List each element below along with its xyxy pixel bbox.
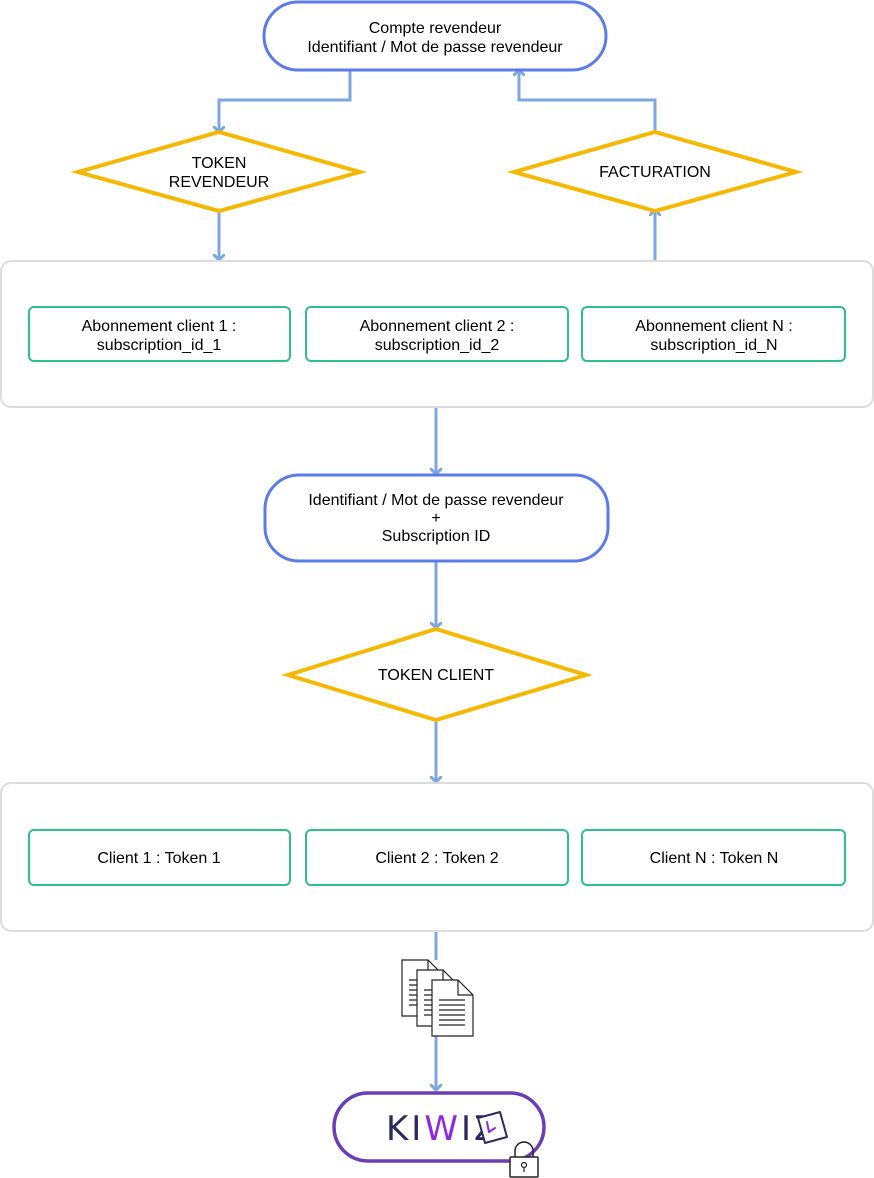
kiwiz-logo-prefix: KI [386, 1109, 424, 1149]
kiwiz-logo-highlight: W [424, 1109, 461, 1149]
documents-icon [401, 959, 474, 1037]
token-revendeur-line1: TOKEN [192, 155, 247, 172]
reseller-account-node: Compte revendeur Identifiant / Mot de pa… [262, 0, 608, 72]
arrow-account-to-token-revendeur [219, 70, 352, 132]
kiwiz-node: KIWIZ [332, 1091, 546, 1178]
credentials-plus: + [431, 510, 440, 527]
reseller-account-credentials: Identifiant / Mot de passe revendeur [307, 39, 563, 56]
client-token-box-2: Client 2 : Token 2 [305, 829, 569, 886]
token-client-label: TOKEN CLIENT [378, 667, 494, 684]
facturation-diamond: FACTURATION [506, 129, 804, 214]
kiwiz-logo-mark-icon [477, 1111, 508, 1144]
subscription-box-1: Abonnement client 1 : subscription_id_1 [28, 306, 291, 362]
subscription-2-id: subscription_id_2 [375, 337, 500, 354]
reseller-account-title: Compte revendeur [369, 20, 502, 37]
padlock-icon [509, 1141, 539, 1178]
client-token-box-1: Client 1 : Token 1 [28, 829, 291, 886]
client-token-box-n: Client N : Token N [581, 829, 846, 886]
client-tokens-group: Client 1 : Token 1 Client 2 : Token 2 Cl… [0, 782, 874, 932]
connectors [219, 70, 655, 1090]
arrow-facturation-to-account [519, 70, 657, 132]
credentials-node: Identifiant / Mot de passe revendeur + S… [263, 473, 610, 563]
subscription-n-id: subscription_id_N [650, 337, 777, 354]
subscription-box-2: Abonnement client 2 : subscription_id_2 [305, 306, 569, 362]
document-page-front [431, 979, 474, 1037]
client-token-2-label: Client 2 : Token 2 [375, 850, 498, 867]
subscription-2-title: Abonnement client 2 : [360, 318, 515, 335]
subscription-1-title: Abonnement client 1 : [82, 318, 237, 335]
client-token-1-label: Client 1 : Token 1 [97, 850, 220, 867]
credentials-line3: Subscription ID [382, 528, 491, 545]
credentials-line1: Identifiant / Mot de passe revendeur [308, 492, 564, 509]
kiwiz-logo-text: KIWIZ [386, 1109, 500, 1149]
client-token-n-label: Client N : Token N [650, 850, 779, 867]
subscription-n-title: Abonnement client N : [635, 318, 792, 335]
subscription-box-n: Abonnement client N : subscription_id_N [581, 306, 846, 362]
subscriptions-group: Abonnement client 1 : subscription_id_1 … [0, 260, 874, 408]
token-revendeur-line2: REVENDEUR [169, 174, 269, 191]
subscription-1-id: subscription_id_1 [97, 337, 222, 354]
token-revendeur-diamond: TOKEN REVENDEUR [70, 129, 368, 214]
facturation-label: FACTURATION [599, 164, 711, 181]
token-client-diamond: TOKEN CLIENT [281, 626, 593, 723]
